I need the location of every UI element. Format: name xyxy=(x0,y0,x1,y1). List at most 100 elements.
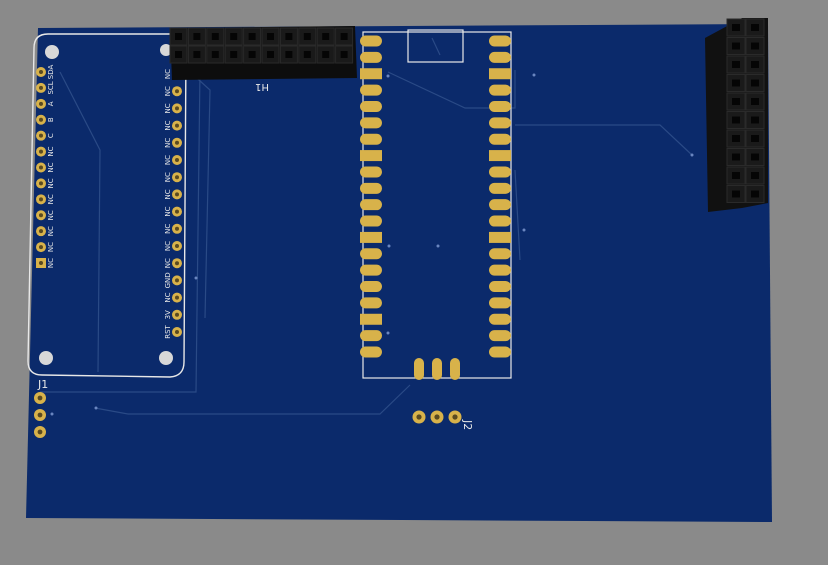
breakout-left-pin-label: SDA xyxy=(47,65,55,80)
h1-header-socket-hole xyxy=(340,51,348,58)
breakout-right-pad-drill xyxy=(175,330,179,334)
right-header-socket-hole xyxy=(751,79,759,87)
j2-pad-drill xyxy=(416,414,422,420)
h1-header-pins xyxy=(169,27,354,64)
right-header-socket-hole xyxy=(751,153,759,161)
breakout-right-pin-label: 3V xyxy=(164,310,172,319)
breakout-right-pin-label: NC xyxy=(164,206,172,216)
mcu-right-pad xyxy=(489,51,511,63)
breakout-right-pin-label: NC xyxy=(164,138,172,148)
breakout-right-pad-drill xyxy=(175,106,179,111)
mcu-left-pad xyxy=(360,182,382,194)
breakout-left-pin-label: NC xyxy=(47,210,55,220)
mcu-right-pad xyxy=(489,133,511,145)
mcu-right-pad xyxy=(489,264,511,276)
pcb-board xyxy=(26,24,772,522)
right-header-socket-hole xyxy=(732,190,740,198)
breakout-right-pin-label: NC xyxy=(164,86,172,96)
right-header-socket-hole xyxy=(751,24,759,31)
h1-header-socket-hole xyxy=(248,51,256,58)
mcu-left-pad xyxy=(360,100,382,112)
mcu-left-pad xyxy=(360,215,382,227)
mounting-hole-top-left xyxy=(45,45,59,59)
h1-header-socket-hole xyxy=(340,33,348,40)
breakout-left-pad-drill xyxy=(39,213,43,218)
mcu-swd-pad xyxy=(450,358,460,380)
mcu-left-pad xyxy=(360,297,382,309)
mcu-right-pad xyxy=(489,281,511,293)
j1-pins xyxy=(34,392,46,438)
breakout-left-pad-drill xyxy=(39,133,43,138)
right-header-socket-hole xyxy=(732,116,740,124)
j2-designator: J2 xyxy=(461,419,474,430)
h1-header-socket-hole xyxy=(303,33,311,40)
right-header-pins xyxy=(726,18,765,203)
breakout-right-pin-label: NC xyxy=(164,292,172,302)
mcu-left-pad xyxy=(360,133,382,145)
breakout-right-pad-drill xyxy=(175,278,179,283)
breakout-right-pad-drill xyxy=(175,244,179,248)
mcu-left-pad xyxy=(360,117,382,129)
breakout-left-pad-drill xyxy=(39,197,43,202)
mcu-right-pad xyxy=(489,215,511,227)
breakout-right-pin-label: NC xyxy=(164,172,172,182)
mcu-left-pad xyxy=(360,51,382,63)
mcu-left-pad xyxy=(360,166,382,178)
h1-header xyxy=(169,26,357,80)
h1-header-socket-hole xyxy=(285,33,293,40)
h1-header-socket-hole xyxy=(285,51,293,58)
breakout-right-pad-drill xyxy=(175,261,179,266)
h1-designator: H1 xyxy=(255,81,269,92)
breakout-right-pin-label: NC xyxy=(164,189,172,199)
breakout-right-pad-drill xyxy=(175,89,179,94)
mcu-left-pad xyxy=(360,248,382,260)
j1-pad-drill xyxy=(37,412,43,418)
right-header-socket-hole xyxy=(732,61,740,68)
breakout-left-pin-label: NC xyxy=(47,226,55,236)
mcu-left-pad xyxy=(360,199,382,211)
breakout-left-pad-drill xyxy=(39,245,43,250)
h1-header-socket-hole xyxy=(175,51,182,58)
breakout-right-pad-drill xyxy=(175,226,179,231)
breakout-left-pad-drill xyxy=(39,149,43,154)
h1-header-socket-hole xyxy=(211,33,219,40)
h1-header-socket-hole xyxy=(303,51,311,58)
right-header-socket-hole xyxy=(751,172,759,179)
breakout-left-pin-label: C xyxy=(47,133,55,138)
right-header-socket-hole xyxy=(751,116,759,124)
h1-header-socket-hole xyxy=(193,51,201,58)
breakout-right-pin-label: NC xyxy=(164,120,172,130)
breakout-right-pad-drill xyxy=(175,175,179,180)
breakout-right-pad-drill xyxy=(175,123,179,128)
h1-header-socket-hole xyxy=(193,33,201,40)
breakout-left-pad-drill xyxy=(39,165,43,170)
j1-designator: J1 xyxy=(37,378,48,391)
mcu-usb-connector-outline xyxy=(407,29,464,63)
breakout-right-pad-drill xyxy=(175,192,179,197)
breakout-left-pad-drill xyxy=(39,181,43,186)
breakout-right-pin-label: RST xyxy=(164,324,172,338)
mcu-swd-pad xyxy=(414,358,424,380)
breakout-left-pad-drill xyxy=(39,229,43,234)
breakout-right-pin-label: NC xyxy=(164,103,172,113)
mcu-left-pads xyxy=(360,35,382,358)
right-header-socket-hole xyxy=(751,190,759,198)
breakout-left-pin-label: SCL xyxy=(47,81,55,94)
right-header-socket-hole xyxy=(732,24,740,31)
right-side-header xyxy=(705,18,768,212)
mcu-right-pad xyxy=(489,182,511,194)
h1-header-socket-hole xyxy=(322,51,330,58)
mcu-right-pad xyxy=(489,330,511,342)
breakout-left-pin-label: A xyxy=(47,101,55,106)
breakout-left-pin-label: NC xyxy=(47,178,55,188)
breakout-right-pin-label: GND xyxy=(164,272,172,288)
breakout-right-pad-drill xyxy=(175,209,179,214)
mcu-left-pad xyxy=(360,264,382,276)
breakout-right-pad-drill xyxy=(175,312,179,317)
j2-pad-drill xyxy=(434,414,440,420)
mcu-right-pad xyxy=(489,68,511,80)
right-header-socket-hole xyxy=(751,135,759,142)
